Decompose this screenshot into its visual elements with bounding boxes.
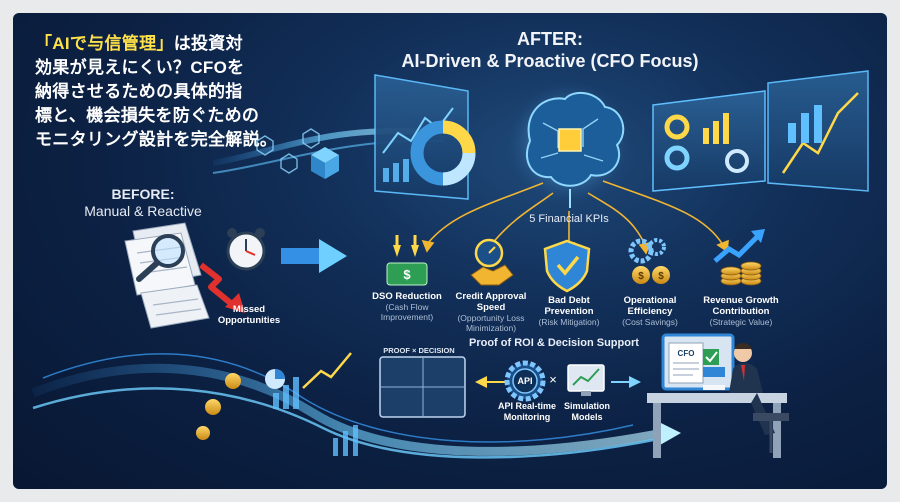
headline-line-1: 「AIで与信管理」は投資対 [35, 34, 243, 53]
kpi-credit-approval-speed: Credit Approval Speed (Opportunity Loss … [455, 291, 527, 333]
after-title: AI-Driven & Proactive (CFO Focus) [401, 51, 699, 71]
after-heading: AFTER: AI-Driven & Proactive (CFO Focus) [401, 28, 698, 72]
svg-text:$: $ [638, 271, 644, 282]
kpi-dso-reduction: DSO Reduction (Cash Flow Improvement) [372, 291, 442, 322]
infographic-card: $ $ $ [13, 13, 887, 489]
missed-opportunities-label: Missed Opportunities [217, 304, 281, 326]
roi-right-arrow [611, 376, 641, 388]
handshake-stopwatch-icon [470, 238, 514, 286]
down-trend-arrow-icon [199, 262, 245, 313]
kpi-revenue-growth-contribution: Revenue Growth Contribution (Strategic V… [703, 295, 779, 327]
kpi-operational-efficiency: Operational Efficiency (Cost Savings) [622, 295, 678, 327]
data-stream-bottom [31, 352, 681, 459]
cfo-document-label: CFO [677, 349, 695, 358]
alarm-clock-icon [226, 228, 266, 271]
kpi-header: 5 Financial KPIs [529, 213, 609, 225]
headline-line-5: モニタリング設計を完全解説。 [35, 130, 278, 149]
times-symbol: × [549, 372, 557, 387]
after-label: AFTER: [517, 29, 583, 49]
svg-text:$: $ [658, 271, 664, 282]
coins-growth-icon [713, 229, 765, 286]
cube-icon [311, 147, 339, 179]
before-heading: BEFORE: Manual & Reactive [84, 186, 202, 220]
before-title: Manual & Reactive [84, 203, 202, 219]
illustration-layer: $ $ $ [31, 70, 869, 459]
cfo-desk-illustration [647, 333, 789, 458]
donut-chart-icon [410, 120, 476, 186]
gears-coins-icon: $ $ [628, 238, 670, 284]
pie-chart-icon [265, 369, 285, 389]
kpi-bad-debt-prevention: Bad Debt Prevention (Risk Mitigation) [538, 295, 600, 327]
before-to-after-arrow [281, 239, 347, 273]
magnifier-icon [136, 234, 185, 282]
api-realtime-monitoring-label: API Real-time Monitoring [497, 401, 557, 422]
svg-text:$: $ [403, 267, 411, 282]
money-arrows-icon: $ [386, 235, 428, 286]
api-gear-icon [504, 360, 546, 402]
roi-title: Proof of ROI & Decision Support [469, 337, 639, 349]
before-label: BEFORE: [111, 186, 175, 202]
headline: 「AIで与信管理」は投資対 効果が見えにくい？CFOを 納得させるための具体的指… [35, 32, 277, 152]
ai-brain-icon [507, 81, 631, 208]
headline-line-3: 納得させるための具体的指 [35, 82, 243, 101]
dashboard-panel-right [652, 70, 869, 192]
api-badge-label: API [517, 376, 533, 386]
simulation-models-label: Simulation Models [563, 401, 611, 422]
proof-decision-label: PROOF × DECISION [383, 346, 455, 355]
simulation-monitor-icon [567, 364, 605, 396]
proof-decision-panel [379, 356, 466, 418]
coin-icons [196, 373, 241, 440]
shield-check-icon [543, 239, 591, 293]
headline-line-4: 標と、機会損失を防ぐための [35, 106, 260, 125]
headline-line-2: 効果が見えにくい？CFOを [35, 58, 245, 77]
